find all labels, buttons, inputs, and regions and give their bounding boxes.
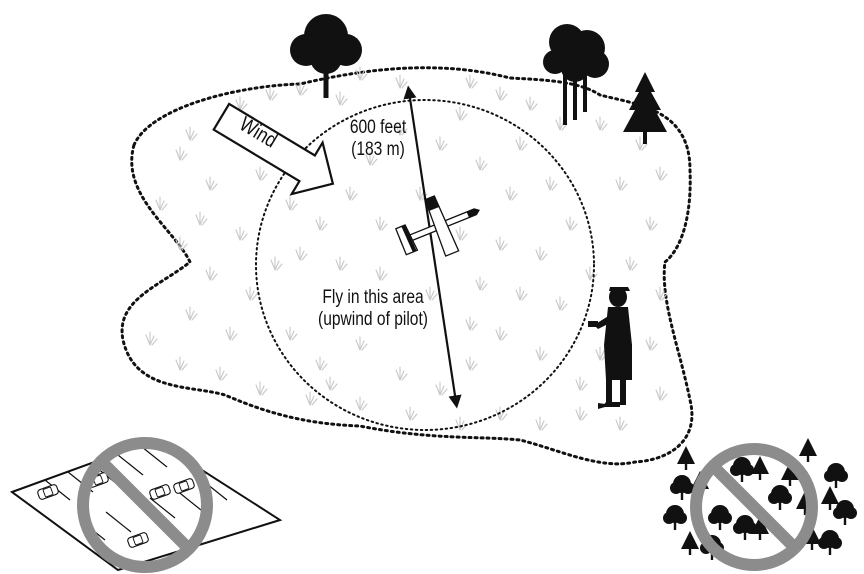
tree-icon	[290, 14, 362, 98]
distance-feet-text: 600 feet	[339, 117, 418, 139]
pilot-icon	[588, 287, 632, 409]
distance-label: 600 feet (183 m)	[339, 117, 418, 161]
distance-meters-text: (183 m)	[339, 139, 418, 161]
fly-area-label: Fly in this area (upwind of pilot)	[295, 287, 451, 331]
no-trees-icon	[663, 438, 857, 565]
fly-area-title: Fly in this area	[295, 287, 451, 309]
pine-tree-icon	[623, 72, 667, 144]
no-parking-lot-icon	[12, 440, 280, 570]
tree-group-icon	[543, 24, 609, 125]
fly-area-subtitle: (upwind of pilot)	[295, 309, 451, 331]
rc-airplane-icon	[390, 182, 490, 269]
